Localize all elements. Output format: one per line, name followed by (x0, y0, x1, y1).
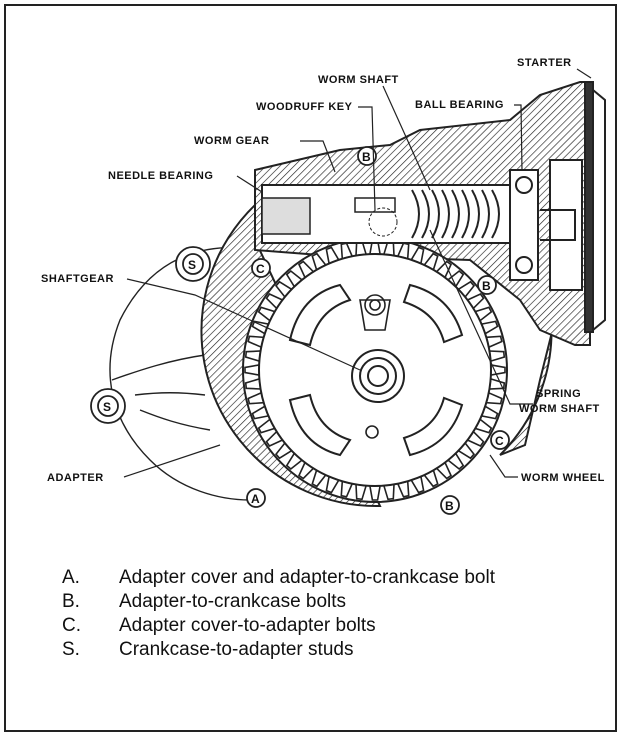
label-adapter: ADAPTER (47, 472, 104, 484)
worm-wheel-windows (288, 283, 464, 457)
worm-coil (411, 189, 420, 239)
legend-item-a: A. Adapter cover and adapter-to-crankcas… (62, 566, 602, 590)
label-starter: STARTER (517, 57, 572, 69)
worm-coil (481, 189, 490, 239)
gear-tooth (244, 363, 260, 377)
worm-coil (421, 189, 430, 239)
legend-text: Adapter-to-crankcase bolts (119, 591, 347, 612)
worm-shaft (261, 184, 513, 244)
marker-s-2: S (103, 400, 111, 414)
gear-assembly-diagram: S S B C B C B A STARTER WORM SHAFT WOODR… (41, 57, 606, 515)
label-needle-bearing: NEEDLE BEARING (108, 170, 213, 182)
marker-b-2: B (482, 279, 491, 293)
worm-coil (471, 189, 480, 239)
marker-c-1: C (256, 262, 265, 276)
marker-a-1: A (251, 492, 260, 506)
legend-text: Adapter cover-to-adapter bolts (119, 615, 376, 636)
label-woodruff-key: WOODRUFF KEY (256, 101, 353, 113)
label-worm-gear: WORM GEAR (194, 135, 269, 147)
label-shaftgear: SHAFTGEAR (41, 273, 114, 285)
marker-c-2: C (495, 434, 504, 448)
marker-s-1: S (188, 258, 196, 272)
label-worm-shaft: WORM SHAFT (318, 74, 399, 86)
worm-coil (431, 189, 440, 239)
worm-coil (441, 189, 450, 239)
legend-item-b: B. Adapter-to-crankcase bolts (62, 590, 602, 614)
marker-b-1: B (362, 150, 371, 164)
legend-key: B. (62, 591, 80, 612)
label-ball-bearing: BALL BEARING (415, 99, 504, 111)
starter (540, 81, 606, 333)
worm-coil (461, 189, 470, 239)
legend-text: Crankcase-to-adapter studs (119, 639, 354, 660)
hub-holes (359, 294, 391, 439)
label-spring-worm-shaft: WORM SHAFT (519, 403, 600, 415)
legend-key: S. (62, 639, 80, 660)
worm-coil (451, 189, 460, 239)
leader-lines (123, 68, 592, 478)
shaft-gear (351, 349, 405, 403)
legend: A. Adapter cover and adapter-to-crankcas… (62, 566, 602, 662)
legend-item-c: C. Adapter cover-to-adapter bolts (62, 614, 602, 638)
legend-text: Adapter cover and adapter-to-crankcase b… (119, 567, 495, 588)
legend-item-s: S. Crankcase-to-adapter studs (62, 638, 602, 662)
marker-circles (90, 146, 510, 515)
label-spring: SPRING (536, 388, 581, 400)
ball-bearing (509, 169, 539, 281)
legend-key: C. (62, 615, 81, 636)
worm-coil (491, 189, 500, 239)
gear-tooth (368, 485, 382, 501)
marker-b-3: B (445, 499, 454, 513)
label-worm-wheel: WORM WHEEL (521, 472, 605, 484)
legend-key: A. (62, 567, 80, 588)
